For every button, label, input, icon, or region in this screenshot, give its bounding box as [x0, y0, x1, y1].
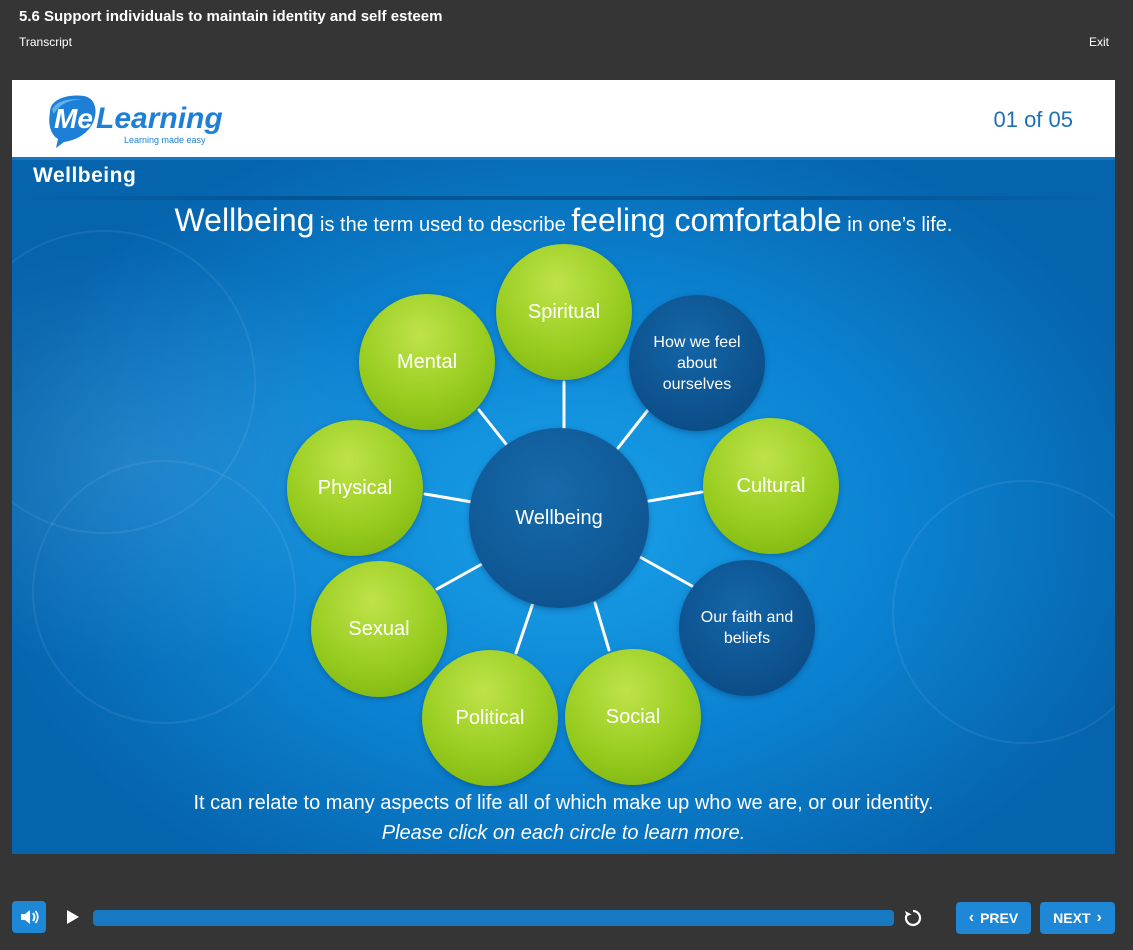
- play-icon[interactable]: [64, 907, 82, 927]
- physical-circle[interactable]: Physical: [287, 420, 423, 556]
- closing-text: It can relate to many aspects of life al…: [193, 792, 934, 814]
- chevron-right-icon: ›: [1096, 909, 1102, 926]
- player-controls: ‹ PREV NEXT ›: [0, 895, 1133, 940]
- course-title: 5.6 Support individuals to maintain iden…: [19, 8, 443, 25]
- slide-panel: Me Learning Learning made easy 01 of 05 …: [12, 80, 1115, 854]
- chevron-left-icon: ‹: [968, 909, 975, 926]
- svg-text:Me: Me: [54, 103, 93, 134]
- section-divider: [12, 196, 1115, 200]
- speaker-icon: [21, 910, 39, 924]
- faith-beliefs-circle[interactable]: Our faith and beliefs: [679, 560, 815, 696]
- melearning-logo: Me Learning Learning made easy: [49, 95, 223, 148]
- page-counter: 01 of 05: [993, 107, 1073, 132]
- instruction-text: Please click on each circle to learn mor…: [381, 822, 746, 844]
- prev-button[interactable]: ‹ PREV: [956, 902, 1031, 934]
- sexual-circle[interactable]: Sexual: [311, 561, 447, 697]
- next-button[interactable]: NEXT ›: [1040, 902, 1115, 934]
- section-title: Wellbeing: [33, 164, 137, 187]
- progress-fill: [93, 910, 894, 926]
- progress-bar[interactable]: [93, 910, 894, 926]
- spiritual-circle[interactable]: Spiritual: [496, 244, 632, 380]
- wellbeing-spokes: [423, 380, 704, 655]
- svg-text:Learning made easy: Learning made easy: [124, 135, 206, 145]
- cultural-circle[interactable]: Cultural: [703, 418, 839, 554]
- svg-text:Learning: Learning: [96, 102, 223, 135]
- mental-circle[interactable]: Mental: [359, 294, 495, 430]
- header-divider: [12, 157, 1115, 160]
- intro-sentence: Wellbeing is the term used to describe f…: [174, 202, 953, 238]
- wellbeing-center-circle[interactable]: Wellbeing: [469, 428, 649, 608]
- exit-link[interactable]: Exit: [1088, 35, 1109, 49]
- replay-icon[interactable]: [903, 908, 923, 928]
- feel-about-ourselves-circle[interactable]: How we feel about ourselves: [629, 295, 765, 431]
- slide-header: Me Learning Learning made easy 01 of 05: [12, 80, 1115, 157]
- political-circle[interactable]: Political: [422, 650, 558, 786]
- transcript-link[interactable]: Transcript: [19, 35, 72, 49]
- social-circle[interactable]: Social: [565, 649, 701, 785]
- audio-toggle-button[interactable]: [12, 901, 46, 933]
